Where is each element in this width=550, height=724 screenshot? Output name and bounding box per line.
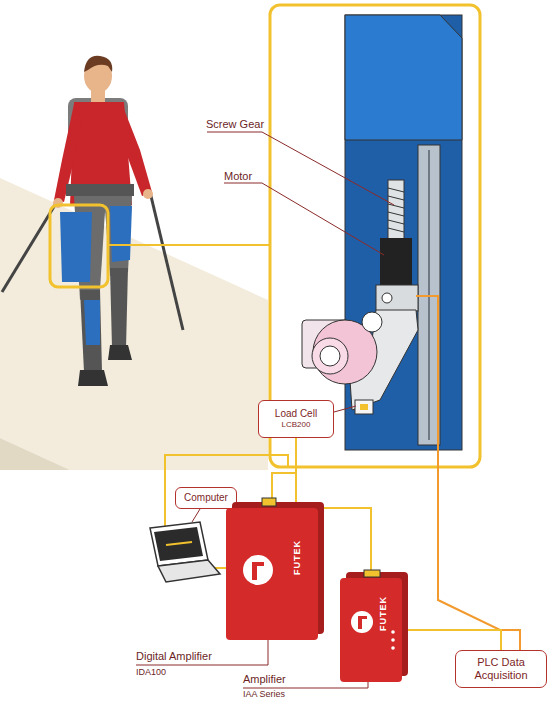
status-led	[391, 630, 395, 634]
leader-line	[243, 682, 368, 688]
signal-wire	[272, 438, 296, 508]
leader-line	[207, 132, 394, 205]
part-label: Amplifier	[243, 673, 286, 685]
leader-line	[136, 640, 268, 665]
box-text: PLC Data Acquisition	[460, 656, 542, 682]
part-label: Motor	[224, 170, 252, 182]
part-label: Screw Gear	[206, 118, 264, 130]
highlight-frame	[50, 205, 108, 287]
callout-box: Computer	[175, 487, 237, 509]
logo-mark	[358, 616, 367, 619]
brand-text: FUTEK	[378, 596, 388, 631]
logo-mark	[252, 562, 257, 580]
inset-panel	[270, 5, 480, 467]
connector-port	[364, 570, 380, 577]
leader-line	[192, 509, 200, 522]
amplifier-box: FUTEK	[340, 578, 402, 682]
logo-mark	[252, 562, 264, 566]
person	[2, 56, 183, 386]
brand-text: FUTEK	[292, 540, 302, 575]
part-label: IDA100	[136, 667, 166, 677]
status-led	[391, 646, 395, 650]
part-label: Digital Amplifier	[136, 650, 212, 662]
logo-mark	[351, 611, 373, 633]
zoom-line	[108, 244, 270, 246]
logo-mark	[358, 616, 362, 629]
walkway-edge	[0, 438, 70, 470]
walkway	[0, 178, 268, 470]
logo-mark	[243, 555, 273, 585]
leader-line	[334, 406, 356, 412]
leader-line	[224, 183, 384, 255]
usb-wire	[215, 567, 226, 569]
signal-wire	[402, 630, 501, 650]
model-number: LCB200	[282, 420, 311, 430]
part-label: IAA Series	[243, 689, 285, 699]
laptop	[150, 522, 220, 582]
amplifier-box: FUTEK	[226, 508, 318, 640]
callout-title: Load Cell	[275, 408, 317, 420]
plc-box: PLC Data Acquisition	[455, 650, 547, 688]
connector-port	[262, 498, 276, 506]
encoder-wire	[416, 296, 520, 650]
callout-box: Load CellLCB200	[258, 400, 334, 438]
callout-title: Computer	[184, 492, 228, 504]
status-led	[391, 638, 395, 642]
